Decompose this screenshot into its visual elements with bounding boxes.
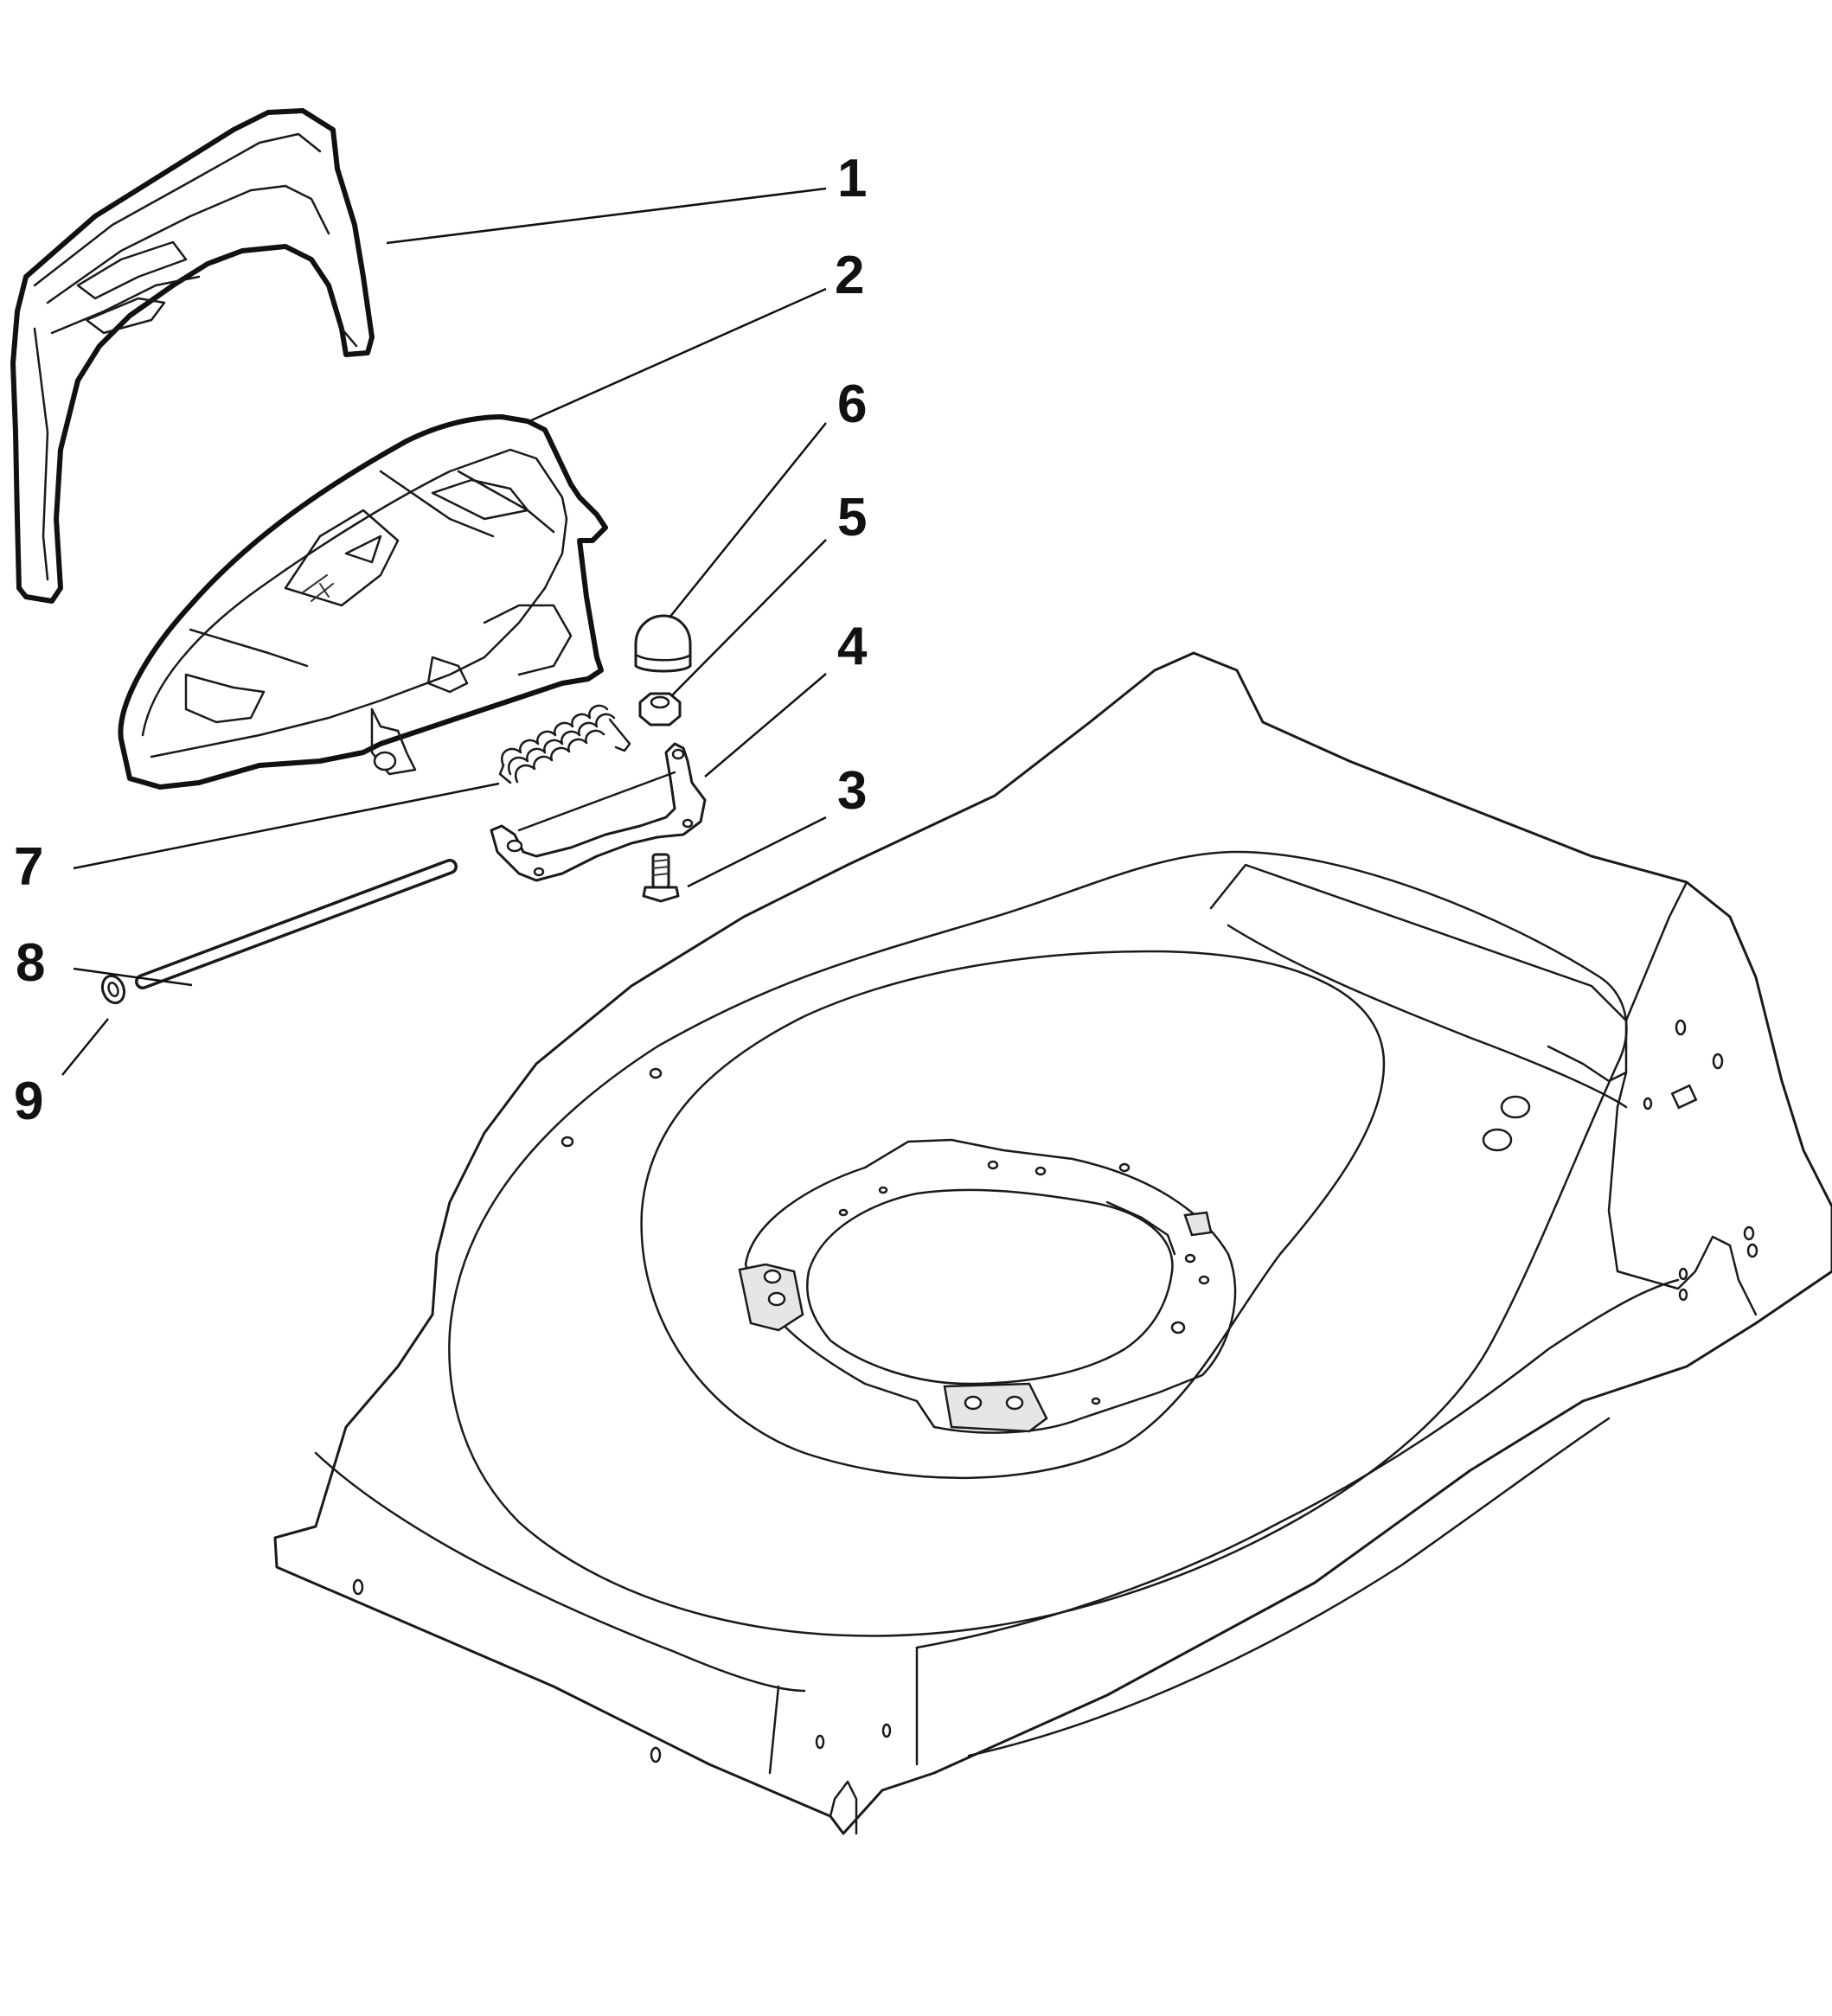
leader-6 — [669, 422, 827, 618]
callout-7: 7 — [14, 837, 43, 897]
deflector-guard — [118, 414, 608, 790]
hinge-rod — [135, 859, 458, 989]
torsion-spring — [498, 704, 631, 784]
leader-lines — [61, 187, 827, 1076]
rear-flap-cover — [10, 108, 375, 604]
leader-4 — [704, 673, 827, 778]
screw — [642, 853, 680, 903]
cap-nut — [634, 614, 692, 673]
mower-deck — [273, 651, 1832, 1835]
leader-1 — [386, 187, 827, 245]
callout-1: 1 — [837, 149, 867, 208]
callout-4: 4 — [837, 617, 868, 676]
leader-8 — [73, 967, 193, 987]
leader-5 — [670, 539, 827, 697]
callout-labels: 1 2 6 5 4 3 7 8 9 — [14, 149, 868, 1131]
washer — [100, 974, 126, 1005]
mounting-bracket — [490, 742, 707, 882]
leader-7 — [73, 782, 500, 870]
leader-9 — [61, 1018, 109, 1076]
leader-3 — [687, 816, 827, 888]
callout-8: 8 — [16, 933, 45, 993]
lock-nut — [638, 692, 682, 726]
callout-5: 5 — [837, 488, 867, 547]
callout-3: 3 — [837, 761, 867, 821]
callout-9: 9 — [14, 1072, 43, 1131]
callout-6: 6 — [837, 374, 867, 434]
callout-2: 2 — [835, 246, 864, 305]
leader-2 — [528, 287, 827, 423]
